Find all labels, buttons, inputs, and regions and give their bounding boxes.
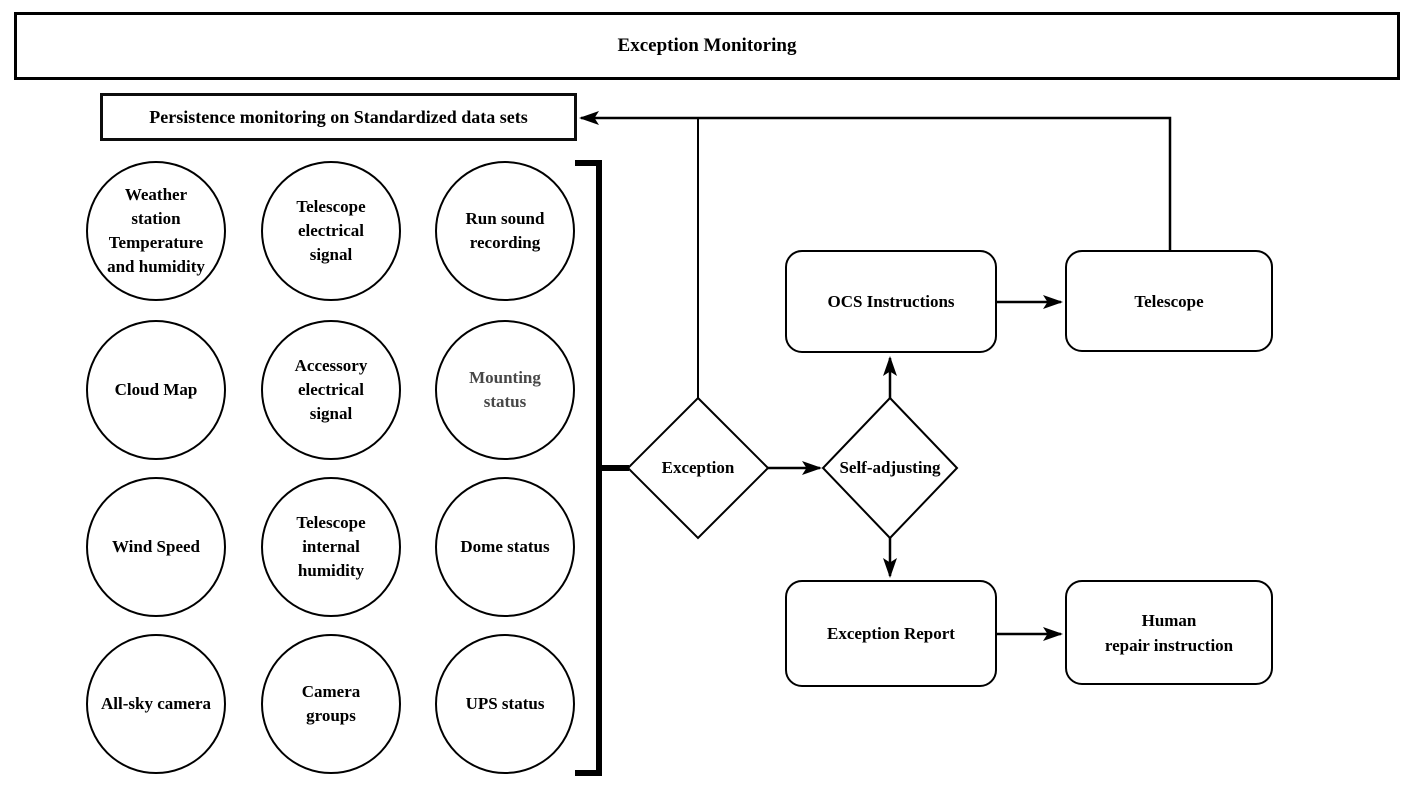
process-label: OCS Instructions [827,292,955,311]
circle-cloud-map: Cloud Map [86,320,226,460]
circle-telescope-internal-humidity: Telescope internal humidity [261,477,401,617]
circle-label: Weather station Temperature and humidity [107,185,205,276]
bracket-bottom-tick [575,770,602,776]
page-title: Exception Monitoring [617,35,797,56]
circle-mounting-status: Mounting status [435,320,575,460]
process-label: Exception Report [827,624,955,643]
circle-label: Accessory electrical signal [294,356,368,423]
circle-label: Run sound recording [465,209,545,252]
circle-run-sound-recording: Run sound recording [435,161,575,301]
circle-wind-speed: Wind Speed [86,477,226,617]
circle-camera-groups: Camera groups [261,634,401,774]
feedback-line-telescope-to-persistence [579,111,1172,250]
circle-telescope-electrical-signal: Telescope electrical signal [261,161,401,301]
circle-label: Mounting status [469,368,541,411]
exception-report-box: Exception Report [785,580,997,687]
circle-label: Telescope electrical signal [296,197,366,264]
circle-label: Camera groups [301,682,361,725]
title-banner: Exception Monitoring [14,12,1400,80]
circle-label: Cloud Map [114,380,198,399]
decision-label: Self-adjusting [839,458,941,477]
process-label: Human repair instruction [1104,610,1234,655]
self-adjusting-diamond-label: Self-adjusting [808,455,972,481]
circle-label: UPS status [465,694,545,713]
exception-diamond-label: Exception [628,455,768,481]
bracket-to-exception-connector [601,465,629,471]
circle-ups-status: UPS status [435,634,575,774]
bracket-vertical-bar [596,160,602,776]
persistence-monitoring-label: Persistence monitoring on Standardized d… [149,106,528,127]
circle-accessory-electrical-signal: Accessory electrical signal [261,320,401,460]
circle-label: All-sky camera [100,694,211,713]
decision-label: Exception [661,458,735,477]
circle-label: Telescope internal humidity [296,513,366,580]
persistence-monitoring-box: Persistence monitoring on Standardized d… [100,93,577,141]
circle-label: Dome status [460,537,550,556]
bracket-top-tick [575,160,602,166]
human-repair-instruction-box: Human repair instruction [1065,580,1273,685]
ocs-instructions-box: OCS Instructions [785,250,997,353]
process-label: Telescope [1134,291,1204,311]
telescope-box: Telescope [1065,250,1273,352]
circle-weather-station: Weather station Temperature and humidity [86,161,226,301]
circle-label: Wind Speed [111,537,201,556]
circle-all-sky-camera: All-sky camera [86,634,226,774]
circle-dome-status: Dome status [435,477,575,617]
